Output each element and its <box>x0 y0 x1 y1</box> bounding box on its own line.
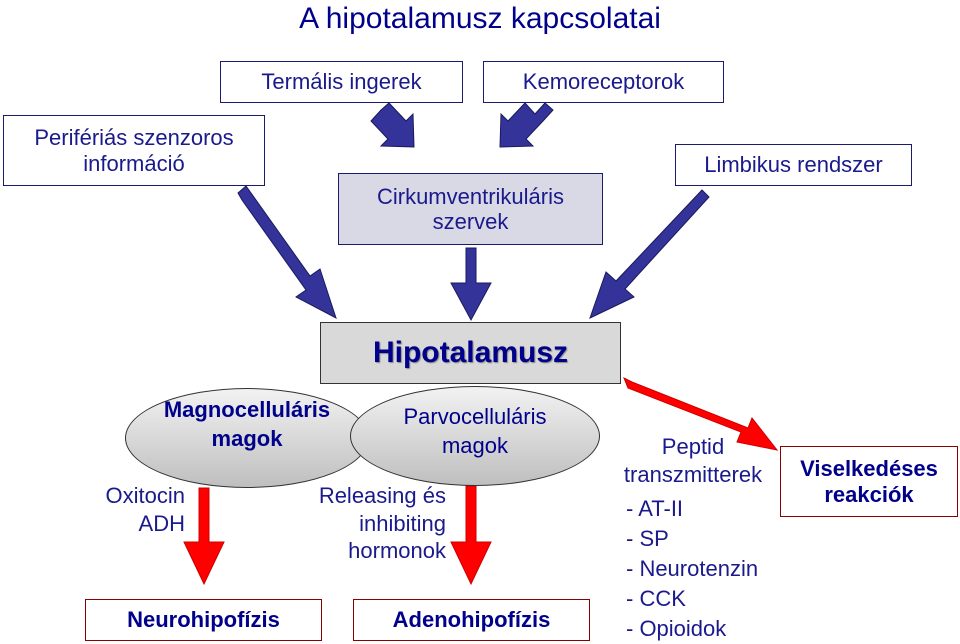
arrow-thermal <box>370 102 415 148</box>
adenohypophysis-label: Adenohipofízis <box>392 607 551 633</box>
hormone-adh: ADH <box>138 510 185 536</box>
hypothalamus-box: Hipotalamusz <box>320 322 621 384</box>
magnocellular-nuclei: Magnocelluláris magok <box>125 388 369 488</box>
peptide-item: - Neurotenzin <box>626 555 759 581</box>
parvo-hormone-line-3: hormonok <box>348 538 446 563</box>
parvocellular-label: Parvocelluláris magok <box>403 404 547 458</box>
neurohypophysis-label: Neurohipofízis <box>127 607 280 633</box>
peptide-heading-line-2: transzmitterek <box>623 461 763 487</box>
peptide-item: - SP <box>626 525 669 551</box>
parvo-hormones: Releasing és inhibiting hormonok <box>290 482 446 565</box>
peptide-transmitters-heading: Peptid transzmitterek <box>608 433 778 488</box>
behavioral-reactions-label: Viselkedéses reakciók <box>800 456 938 507</box>
arrow-circumventricular <box>450 247 492 322</box>
peripheral-sensory-box: Perifériás szenzoros információ <box>3 115 265 186</box>
limbic-system-box: Limbikus rendszer <box>675 144 912 186</box>
peptide-heading-line-1: Peptid <box>661 434 725 459</box>
limbic-system-label: Limbikus rendszer <box>704 152 883 178</box>
circumventricular-box: Cirkumventrikuláris szervek <box>338 173 603 245</box>
arrow-chemoreceptors <box>499 102 554 148</box>
parvo-hormone-line-1: Releasing és <box>318 483 446 508</box>
circumventricular-label: Cirkumventrikuláris szervek <box>376 183 565 234</box>
peptide-item: - AT-II <box>626 496 684 521</box>
adenohypophysis-box: Adenohipofízis <box>353 599 590 641</box>
peripheral-sensory-label: Perifériás szenzoros információ <box>34 125 234 176</box>
magnocellular-label: Magnocelluláris magok <box>163 397 331 451</box>
neurohypophysis-box: Neurohipofízis <box>85 599 322 641</box>
chemoreceptors-label: Kemoreceptorok <box>522 69 685 95</box>
peptide-list: - AT-II - SP - Neurotenzin - CCK - Opioi… <box>626 494 758 644</box>
behavioral-reactions-box: Viselkedéses reakciók <box>780 446 958 517</box>
page-title: A hipotalamusz kapcsolatai <box>299 2 661 35</box>
thermal-stimuli-box: Termális ingerek <box>220 61 463 103</box>
arrow-limbic <box>589 189 710 319</box>
hypothalamus-label: Hipotalamusz <box>372 335 569 369</box>
arrow-peripheral <box>237 185 337 320</box>
hormone-oxytocin: Oxitocin <box>105 483 185 508</box>
peptide-item: - CCK <box>626 585 686 611</box>
parvocellular-nuclei: Parvocelluláris magok <box>350 386 600 486</box>
parvo-hormone-line-2: inhibiting <box>359 510 446 536</box>
peptide-item: - Opioidok <box>626 615 727 641</box>
magno-hormones: Oxitocin ADH <box>85 482 185 537</box>
thermal-stimuli-label: Termális ingerek <box>261 69 422 95</box>
arrow-to-behavior <box>623 376 779 451</box>
chemoreceptors-box: Kemoreceptorok <box>483 61 724 103</box>
arrow-to-adenohypophysis <box>450 485 492 586</box>
arrow-to-neurohypophysis <box>183 487 225 586</box>
